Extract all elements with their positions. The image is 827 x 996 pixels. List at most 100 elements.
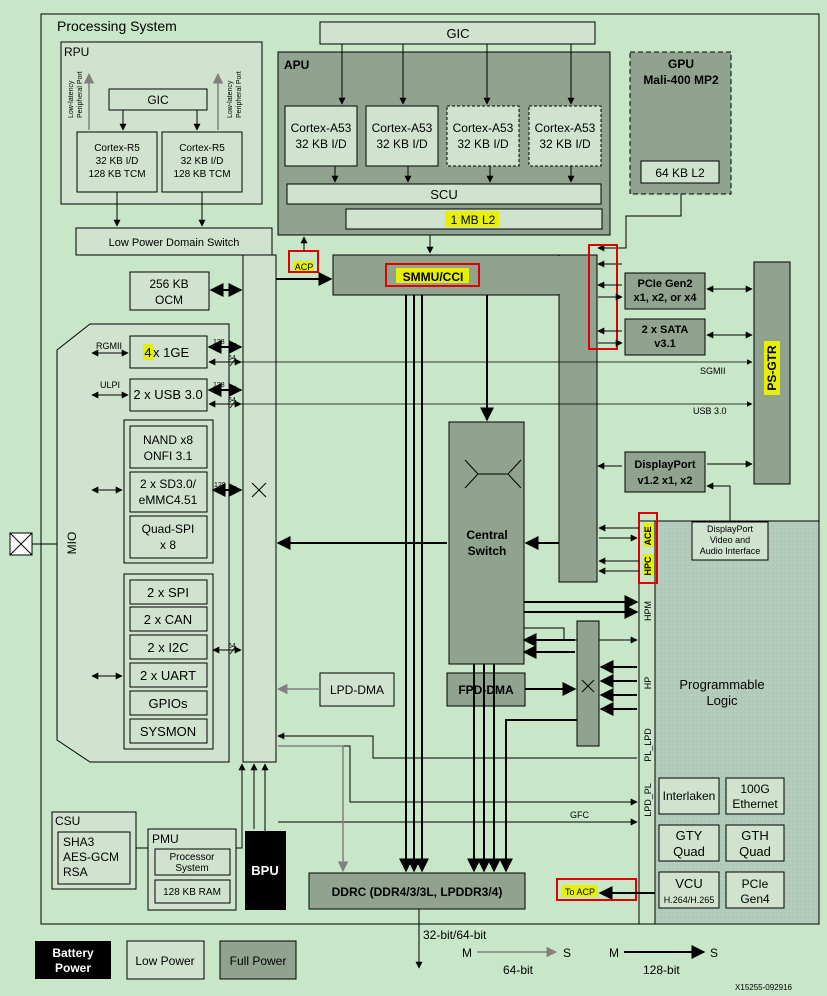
vcu-l2: H.264/H.265 xyxy=(664,895,715,905)
pcie-l2: x1, x2, or x4 xyxy=(634,292,698,304)
i2c xyxy=(129,634,208,660)
apu-core-2-l2: 32 KB I/D xyxy=(376,137,428,151)
ulpi-label: ULPI xyxy=(100,380,120,390)
qspi-l2: x 8 xyxy=(160,538,176,552)
bit-width-label: 32-bit/64-bit xyxy=(423,928,487,942)
gfc-label: GFC xyxy=(570,810,589,820)
rgmii-label: RGMII xyxy=(96,341,122,351)
apu-title: APU xyxy=(284,58,309,72)
pl-label-1: Programmable xyxy=(679,677,764,692)
apu-core-3-l2: 32 KB I/D xyxy=(457,137,509,151)
low-power-domain-switch xyxy=(75,227,273,256)
gpu-l2-cache xyxy=(640,160,720,184)
fpd-dma-label: FPD-DMA xyxy=(458,683,514,697)
apu-core-3-l1: Cortex-A53 xyxy=(453,121,514,135)
apu-core-1-l1: Cortex-A53 xyxy=(291,121,352,135)
ddrc xyxy=(308,872,526,910)
legend-m-64: M xyxy=(462,946,472,960)
eth-l2: Ethernet xyxy=(732,797,778,811)
gem-1ge xyxy=(129,335,208,369)
eth-l1: 100G xyxy=(740,782,769,796)
legend-battery-l1: Battery xyxy=(52,946,94,960)
hpm-label: HPM xyxy=(643,601,653,621)
lpd-dma-label: LPD-DMA xyxy=(330,683,384,697)
scu-label: SCU xyxy=(430,187,457,202)
bus-64-b: 64 xyxy=(228,397,236,404)
dp-av-interface xyxy=(691,521,769,561)
rpu-core-1-l3: 128 KB TCM xyxy=(88,169,145,180)
spi-label: 2 x SPI xyxy=(147,585,189,600)
rpu-core-2-l1: Cortex-R5 xyxy=(179,143,225,154)
rpu-core-1-l1: Cortex-R5 xyxy=(94,143,140,154)
pmu-proc1: Processor xyxy=(169,852,215,863)
apu-core-4 xyxy=(528,105,602,167)
acp-label: ACP xyxy=(295,262,314,272)
hp-label: HP xyxy=(643,677,653,690)
apu-core-1 xyxy=(284,105,358,167)
gty-quad xyxy=(658,824,720,862)
pmu-proc2: System xyxy=(175,863,208,874)
legend-s-64: S xyxy=(563,946,571,960)
can xyxy=(129,606,208,632)
spi xyxy=(129,579,208,605)
gpios xyxy=(129,690,208,716)
rpu-title: RPU xyxy=(64,45,89,59)
gpios-label: GPIOs xyxy=(148,696,188,711)
nand-l1: NAND x8 xyxy=(143,433,193,447)
dpi-l3: Audio Interface xyxy=(700,546,761,556)
pcie-gen2 xyxy=(624,272,706,310)
rpu-core-2-l2: 32 KB I/D xyxy=(181,156,224,167)
to-acp-highlight xyxy=(556,878,637,901)
legend-low-label: Low Power xyxy=(135,954,194,968)
rpu-port-b1: Peripheral Port xyxy=(77,71,84,118)
ace-hpc-highlight xyxy=(638,512,658,584)
rpu-port-a2: Low-latency xyxy=(227,80,234,118)
central-switch xyxy=(448,421,525,665)
uart-label: 2 x UART xyxy=(140,668,196,683)
central-switch-l1: Central xyxy=(466,528,507,542)
gem-label: x 1GE xyxy=(153,345,189,360)
fpd-dma xyxy=(446,672,526,707)
nand xyxy=(129,425,208,469)
gty-l1: GTY xyxy=(676,828,703,843)
gem-num: 4 xyxy=(144,345,151,360)
ocm-l1: 256 KB xyxy=(149,277,188,291)
gth-l2: Quad xyxy=(739,844,771,859)
gth-quad xyxy=(725,824,785,862)
dp-l1: DisplayPort xyxy=(634,459,695,471)
bpu xyxy=(245,831,286,910)
pmu-title: PMU xyxy=(152,832,179,846)
usb-3 xyxy=(129,378,208,412)
csu-title: CSU xyxy=(55,814,80,828)
sata-l1: 2 x SATA xyxy=(642,324,689,336)
pmu-ram: 128 KB RAM xyxy=(163,887,221,898)
rpu-core-2-l3: 128 KB TCM xyxy=(173,169,230,180)
gpu-l2-cache-label: 64 KB L2 xyxy=(655,166,705,180)
legend-low-power xyxy=(126,940,205,980)
eth-100g xyxy=(725,777,785,815)
csu-l2: AES-GCM xyxy=(63,850,119,864)
mio-label: MIO xyxy=(65,532,79,555)
to-acp-label: To ACP xyxy=(565,887,595,897)
apu-core-4-l2: 32 KB I/D xyxy=(539,137,591,151)
usb30-label: USB 3.0 xyxy=(693,406,727,416)
ocm-l2: OCM xyxy=(155,293,183,307)
top-gic xyxy=(319,21,596,45)
sysmon xyxy=(129,718,208,744)
qspi-l1: Quad-SPI xyxy=(142,522,195,536)
vcu-l1: VCU xyxy=(675,876,702,891)
i2c-label: 2 x I2C xyxy=(147,640,188,655)
apu-l2-label: 1 MB L2 xyxy=(451,213,496,227)
legend-m-128: M xyxy=(609,946,619,960)
pcie4-l1: PCIe xyxy=(742,877,769,891)
apu-core-3 xyxy=(446,105,520,167)
apu-core-2-l1: Cortex-A53 xyxy=(372,121,433,135)
hp-crossbar xyxy=(576,620,600,747)
legend-128bit: 128-bit xyxy=(643,963,680,977)
usb-label: 2 x USB 3.0 xyxy=(133,387,202,402)
ps-gtr-label: PS-GTR xyxy=(765,345,779,391)
sysmon-label: SYSMON xyxy=(140,724,196,739)
uart xyxy=(129,662,208,688)
legend-64bit: 64-bit xyxy=(503,963,534,977)
sgmii-label: SGMII xyxy=(700,366,726,376)
